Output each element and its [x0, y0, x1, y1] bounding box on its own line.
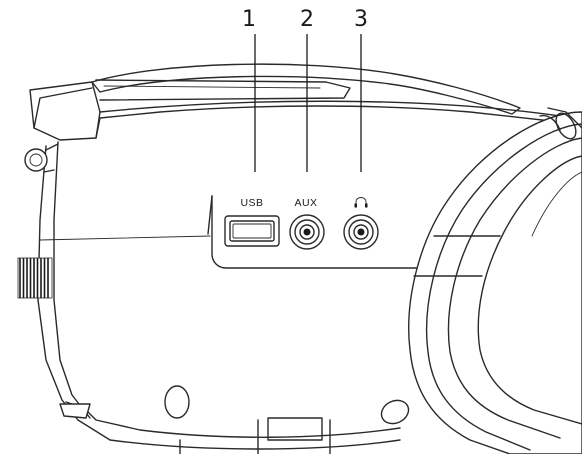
port-panel [207, 195, 421, 269]
aux-jack[interactable] [289, 214, 325, 250]
callout-3: 3 [354, 7, 368, 172]
callout-number-3: 3 [354, 7, 368, 32]
callout-2: 2 [300, 7, 314, 172]
callout-1: 1 [242, 7, 256, 172]
usb-port[interactable] [224, 215, 280, 247]
usb-label: USB [240, 197, 263, 209]
aux-label: AUX [294, 197, 317, 209]
callout-number-2: 2 [300, 7, 314, 32]
headphone-icon [354, 197, 368, 208]
speaker-grille [17, 235, 211, 299]
top-handle [91, 63, 521, 115]
callout-number-1: 1 [242, 7, 256, 32]
device-body [24, 81, 561, 454]
speaker-ring [408, 107, 582, 454]
headphone-jack[interactable] [343, 214, 379, 250]
